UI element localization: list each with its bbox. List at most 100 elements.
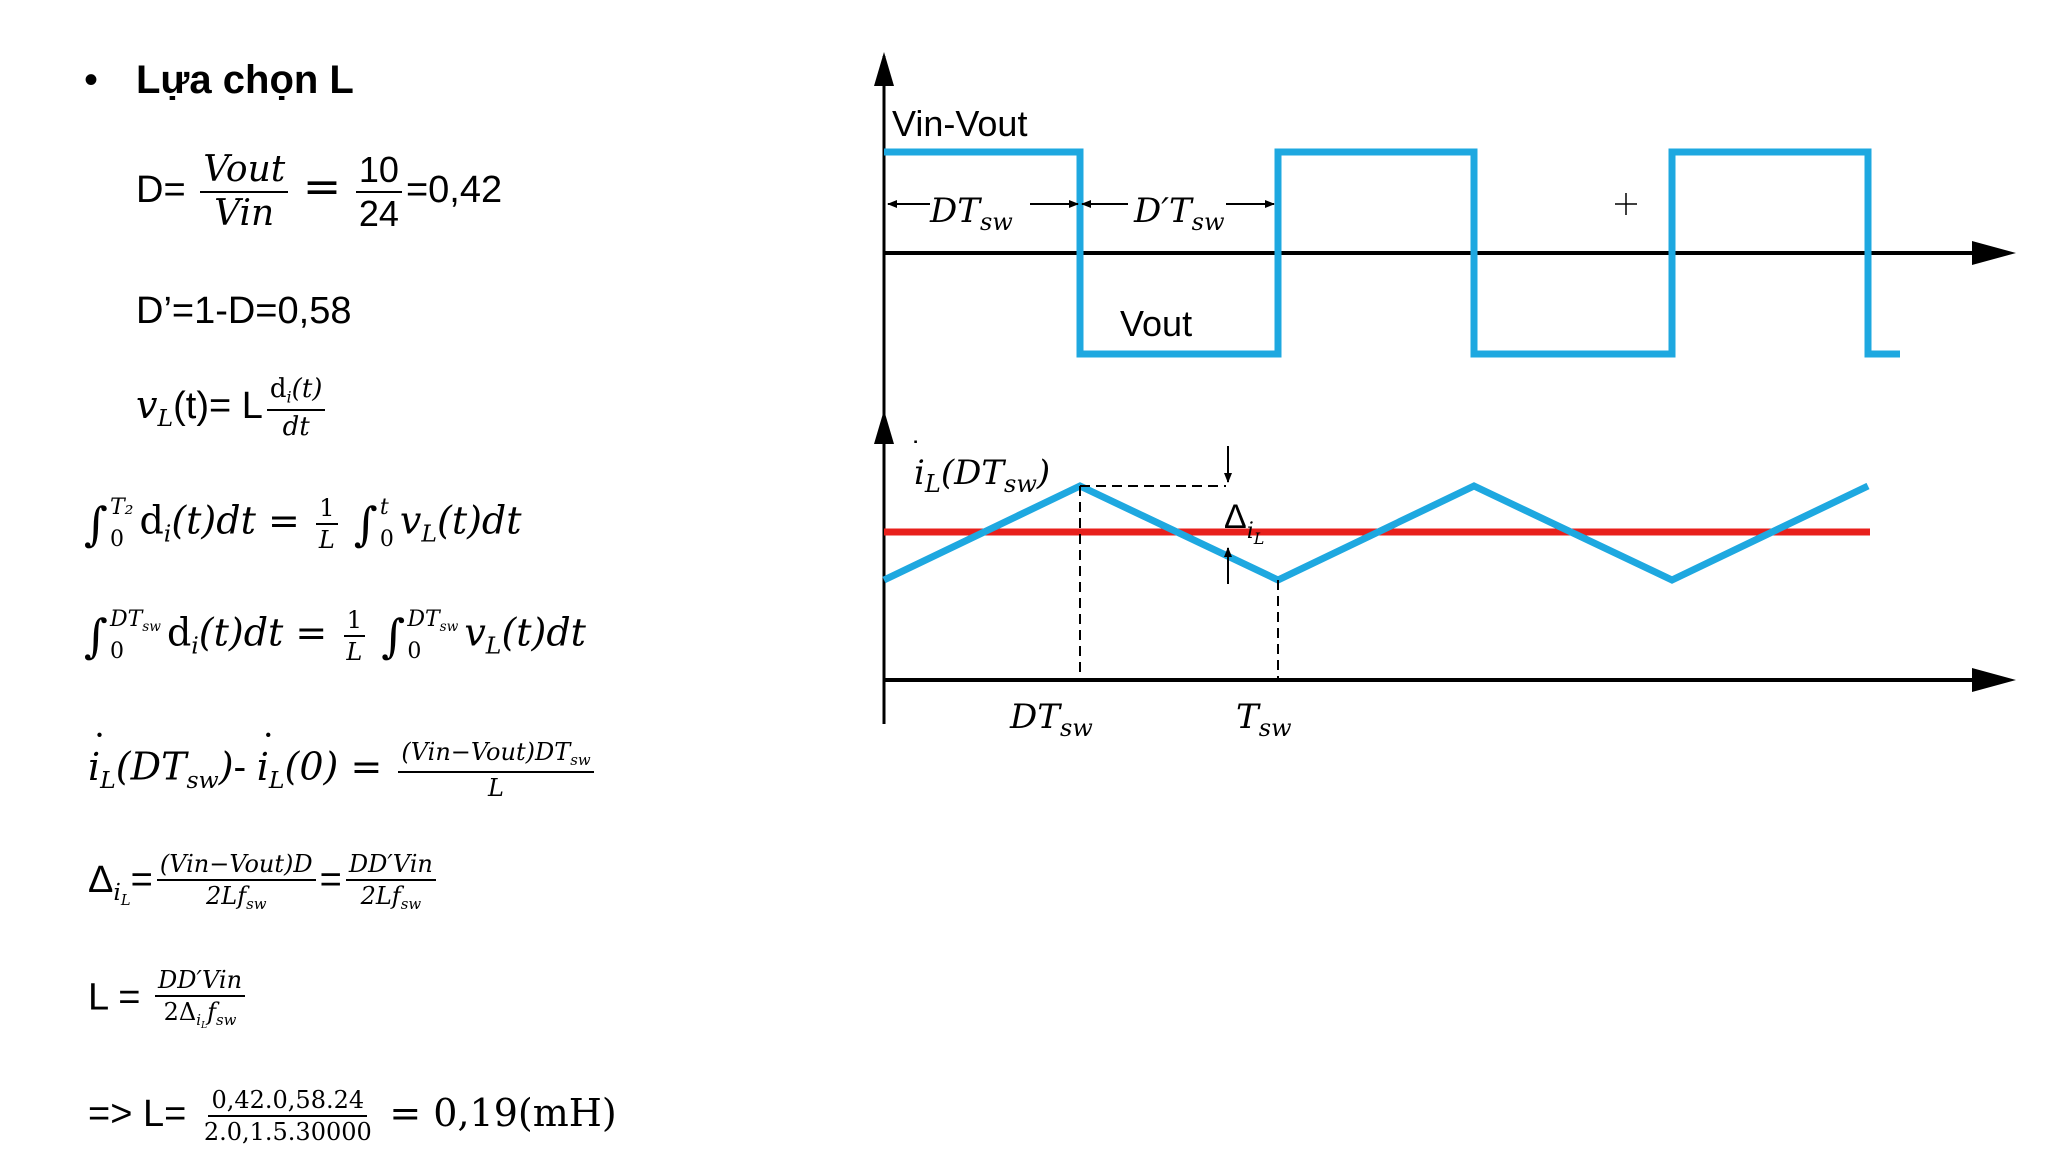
eq1-fraction-2: 10 24 (355, 152, 402, 234)
eq9-num: 0,42.0,58.24 (208, 1088, 368, 1117)
eq5-d-sub: i (191, 631, 199, 660)
eq-inductor-voltage: vL(t)= L di(t) dt (136, 376, 329, 440)
xtick-tsw-main: T (1236, 697, 1261, 737)
eq3-num-t: (t) (291, 374, 323, 404)
eq3-num-sub: i (286, 387, 292, 407)
eq4-integrand-t: (t)dt (171, 498, 256, 543)
eq5-fnum: 1 (343, 608, 365, 637)
eq6-den: L (488, 774, 504, 803)
eq8-lhs: L = (88, 976, 141, 1019)
top-y-axis-arrow (874, 52, 894, 86)
eq3-den: dt (282, 411, 310, 442)
eq1-den1: Vin (214, 193, 275, 234)
ripple-subsub: L (1253, 529, 1265, 548)
eq-duty-cycle: D= Vout Vin = 10 24 =0,42 (136, 152, 502, 232)
eq8-den-b: f (207, 998, 217, 1026)
eq5-lower2: 0 (407, 639, 422, 664)
eq6-a-arg-sub: sw (186, 765, 219, 794)
eq7-den1-sub: sw (246, 895, 267, 914)
eq-ripple-current: ΔiL= (Vin−Vout)D 2Lfsw = DD′Vin 2Lfsw (88, 852, 440, 912)
dtsw-label-sub: sw (980, 208, 1013, 236)
eq4-equals: = (267, 498, 300, 543)
eq5-fden: L (346, 638, 363, 666)
eq7-fraction-2: DD′Vin 2Lfsw (345, 852, 436, 914)
eq5-integrand-t: (t)dt (198, 610, 284, 655)
eq5-upper-sub: sw (142, 618, 161, 635)
eq-current-difference: iL(DTsw)- iL(0) = (Vin−Vout)DTsw L (88, 730, 598, 803)
eq8-num: DD′Vin (155, 968, 246, 997)
eq-inductance-result: => L= 0,42.0,58.24 2.0,1.5.30000 = 0,19(… (88, 1088, 617, 1144)
eq7-fraction-1: (Vin−Vout)D 2Lfsw (156, 852, 316, 914)
eq7-eq1: = (130, 859, 153, 902)
eq5-upper2-sub: sw (439, 618, 459, 635)
eq4-fden: L (318, 526, 335, 554)
eq4-rhs-v: v (399, 498, 422, 543)
eq8-den-subsub: L (201, 1020, 208, 1032)
eq7-den2-sub: sw (400, 895, 422, 914)
eq-inductance: L = DD′Vin 2ΔiLfsw (88, 968, 249, 1031)
eq-d-prime: D’=1-D=0,58 (136, 290, 352, 332)
eq4-lower2: 0 (379, 527, 394, 552)
eq4-rhs-t: (t)dt (437, 498, 522, 543)
eq6-b-arg: (0) (284, 744, 339, 789)
eq4-fnum: 1 (316, 496, 338, 525)
eq4-fraction: 1 L (316, 496, 338, 552)
eq5-fraction: 1 L (343, 608, 365, 664)
xtick-dtsw-main: DT (1009, 697, 1062, 737)
eq7-lhs-sub: i (113, 878, 121, 907)
eq7-den2: 2Lf (360, 882, 401, 910)
peak-current-label: iL(DTsw) (914, 453, 1050, 498)
voltage-bottom-label: Vout (1120, 303, 1192, 344)
dptsw-label-main: D′T (1133, 191, 1194, 231)
eq4-upper2: t (379, 495, 389, 520)
eq1-fraction-1: Vout Vin (200, 152, 289, 234)
dtsw-label: DTsw (929, 191, 1013, 236)
eq7-lhs: Δ (88, 859, 114, 902)
eq9-den: 2.0,1.5.30000 (203, 1118, 372, 1146)
peak-current-i-sub: L (924, 470, 941, 498)
slide-title: Lựa chọn L (136, 58, 354, 102)
eq8-den-a: 2Δ (163, 998, 197, 1026)
peak-current-arg-sub: sw (1004, 470, 1037, 498)
eq8-den-sub: i (196, 1011, 202, 1030)
eq9-lhs: => L= (88, 1093, 187, 1136)
dptsw-label-sub: sw (1192, 208, 1225, 236)
bottom-x-axis-arrow (1972, 668, 2016, 692)
eq1-num2: 10 (355, 152, 402, 193)
eq6-minus: - (233, 746, 257, 789)
eq6-equals: = (350, 744, 383, 789)
eq5-upper2: DT (407, 607, 440, 632)
eq4-lower: 0 (109, 527, 124, 552)
eq3-fraction: di(t) dt (266, 374, 326, 442)
eq6-b-sub: L (268, 765, 285, 794)
xtick-dtsw: DTsw (1009, 697, 1093, 742)
xtick-tsw-sub: sw (1259, 714, 1292, 742)
eq1-rhs: =0,42 (405, 169, 503, 212)
eq3-lhs-t: (t)= L (173, 384, 263, 427)
eq1-den2: 24 (358, 193, 399, 234)
eq8-den-b-sub: sw (216, 1011, 237, 1030)
eq7-num2: DD′Vin (345, 852, 436, 881)
eq7-den1: 2Lf (206, 882, 247, 910)
ripple-sub: i (1247, 519, 1254, 544)
eq3-v: v (136, 382, 158, 427)
eq1-lhs: D= (136, 169, 186, 212)
bottom-y-axis-arrow (874, 410, 894, 444)
eq4-d: d (139, 498, 164, 543)
eq6-b: i (257, 730, 278, 786)
eq3-num-d: d (269, 374, 287, 404)
eq8-fraction: DD′Vin 2ΔiLfsw (155, 968, 246, 1032)
eq7-eq2: = (319, 859, 342, 902)
eq4-upper: T₂ (109, 495, 134, 520)
eq9-fraction: 0,42.0,58.24 2.0,1.5.30000 (201, 1088, 375, 1144)
eq6-a-close: ) (218, 744, 234, 789)
voltage-top-label: Vin-Vout (892, 103, 1027, 144)
eq7-lhs-subsub: L (120, 892, 131, 910)
